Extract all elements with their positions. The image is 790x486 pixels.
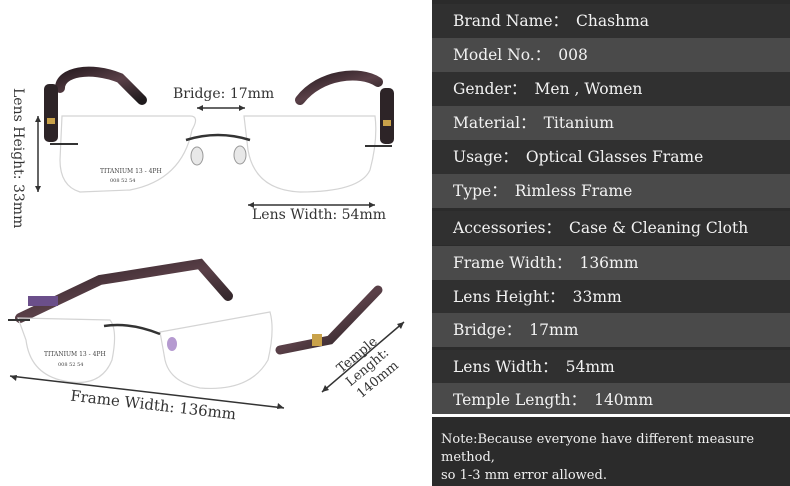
right-hinge-block: [380, 88, 394, 144]
bridge-bar-top: [185, 133, 251, 142]
spec-value: Case & Cleaning Cloth: [568, 219, 749, 237]
temple-length-line: [321, 321, 405, 393]
spec-key: Brand Name：: [453, 12, 569, 30]
frame-width-line: [9, 375, 285, 409]
spec-key: Temple Length：: [453, 391, 587, 409]
spec-key: Lens Height：: [453, 288, 565, 306]
spec-row-frame-width: Frame Width： 136mm: [432, 246, 790, 280]
frame-width-arrow-right: [277, 403, 284, 409]
spec-value: 33mm: [572, 288, 622, 306]
right-temple-top: [295, 70, 383, 105]
left-lens-top: [59, 115, 197, 193]
spec-value: Rimless Frame: [514, 182, 633, 200]
nose-pad-bottom: [167, 337, 177, 351]
spec-row-bridge: Bridge： 17mm: [432, 313, 790, 347]
lens-height-arrow-bottom: [35, 186, 41, 192]
note-line-1: Note:Because everyone have different mea…: [441, 432, 755, 465]
bridge-arrow-right: [239, 105, 245, 111]
spec-value: Titanium: [543, 114, 614, 132]
measurement-note: Note:Because everyone have different mea…: [432, 420, 790, 486]
left-temple-top: [55, 66, 147, 105]
temple-length-arrow-left: [322, 385, 329, 392]
spec-value: Optical Glasses Frame: [525, 148, 704, 166]
spec-value: Men , Women: [534, 80, 643, 98]
spec-key: Usage：: [453, 148, 518, 166]
spec-value: 136mm: [579, 254, 639, 272]
temple-length-arrow-right: [397, 322, 404, 329]
spec-key: Lens Width：: [453, 358, 558, 376]
gold-accent-left: [47, 118, 55, 124]
lens-width-arrow-right: [369, 202, 375, 208]
lens-width-arrow-left: [248, 202, 254, 208]
lens-width-label: Lens Width: 54mm: [252, 207, 386, 223]
right-lens-top: [243, 115, 377, 193]
left-hinge-block: [44, 84, 58, 142]
spec-key: Frame Width：: [453, 254, 572, 272]
nose-pad-right: [233, 145, 247, 165]
spec-value: 008: [558, 46, 588, 64]
left-lens-bottom: [17, 317, 116, 384]
bridge-bar-bottom: [103, 323, 161, 336]
lens-height-label: Lens Height: 33mm: [10, 88, 26, 229]
divider: [432, 414, 790, 417]
front-view-glasses: TITANIUM 13 - 4PH 008 52 54: [44, 66, 394, 193]
dimension-lines-top: [35, 105, 375, 208]
lens-height-arrow-top: [35, 116, 41, 122]
spec-key: Bridge：: [453, 321, 522, 339]
spec-value: 54mm: [565, 358, 615, 376]
spec-row-temple-length: Temple Length： 140mm: [432, 383, 790, 417]
spec-row-gender: Gender： Men , Women: [432, 72, 790, 106]
spec-row-model: Model No.： 008: [432, 38, 790, 72]
spec-value: 17mm: [529, 321, 579, 339]
spec-key: Accessories：: [453, 219, 561, 237]
spec-key: Model No.：: [453, 46, 551, 64]
glasses-drawings: TITANIUM 13 - 4PH 008 52 54 TIT: [8, 66, 405, 409]
specifications-panel: Brand Name： Chashma Model No.： 008 Gender：…: [432, 0, 790, 486]
spec-value: 140mm: [594, 391, 654, 409]
spec-key: Material：: [453, 114, 536, 132]
temple-imprint-bottom: TITANIUM 13 - 4PH: [44, 351, 106, 358]
temple-imprint-top: TITANIUM 13 - 4PH: [100, 168, 162, 175]
right-lens-bottom: [159, 311, 273, 390]
gold-accent-right: [383, 120, 391, 126]
side-view-glasses: TITANIUM 13 - 4PH 008 52 54: [8, 258, 383, 390]
size-imprint-bottom: 008 52 54: [58, 362, 83, 368]
left-temple-bottom: [15, 258, 233, 323]
nose-pad-left: [190, 146, 204, 166]
spec-row-type: Type： Rimless Frame: [432, 174, 790, 208]
size-imprint-top: 008 52 54: [110, 178, 135, 184]
spec-row-lens-width: Lens Width： 54mm: [432, 350, 790, 384]
purple-accent: [28, 296, 58, 306]
spec-row-lens-height: Lens Height： 33mm: [432, 280, 790, 314]
note-line-2: so 1-3 mm error allowed.: [441, 468, 607, 483]
spec-row-usage: Usage： Optical Glasses Frame: [432, 140, 790, 174]
bridge-label: Bridge: 17mm: [173, 86, 275, 102]
spec-row-brand: Brand Name： Chashma: [432, 4, 790, 38]
spec-key: Gender：: [453, 80, 527, 98]
product-illustration-panel: TITANIUM 13 - 4PH 008 52 54 TIT: [8, 66, 405, 424]
spec-value: Chashma: [576, 12, 650, 30]
spec-row-material: Material： Titanium: [432, 106, 790, 140]
bridge-arrow-left: [197, 105, 203, 111]
spec-key: Type：: [453, 182, 507, 200]
spec-row-accessories: Accessories： Case & Cleaning Cloth: [432, 211, 790, 245]
frame-width-arrow-left: [10, 375, 17, 381]
gold-accent-bottom: [312, 334, 322, 346]
dimension-lines-bottom: [9, 321, 405, 409]
right-temple-bottom: [275, 285, 383, 355]
